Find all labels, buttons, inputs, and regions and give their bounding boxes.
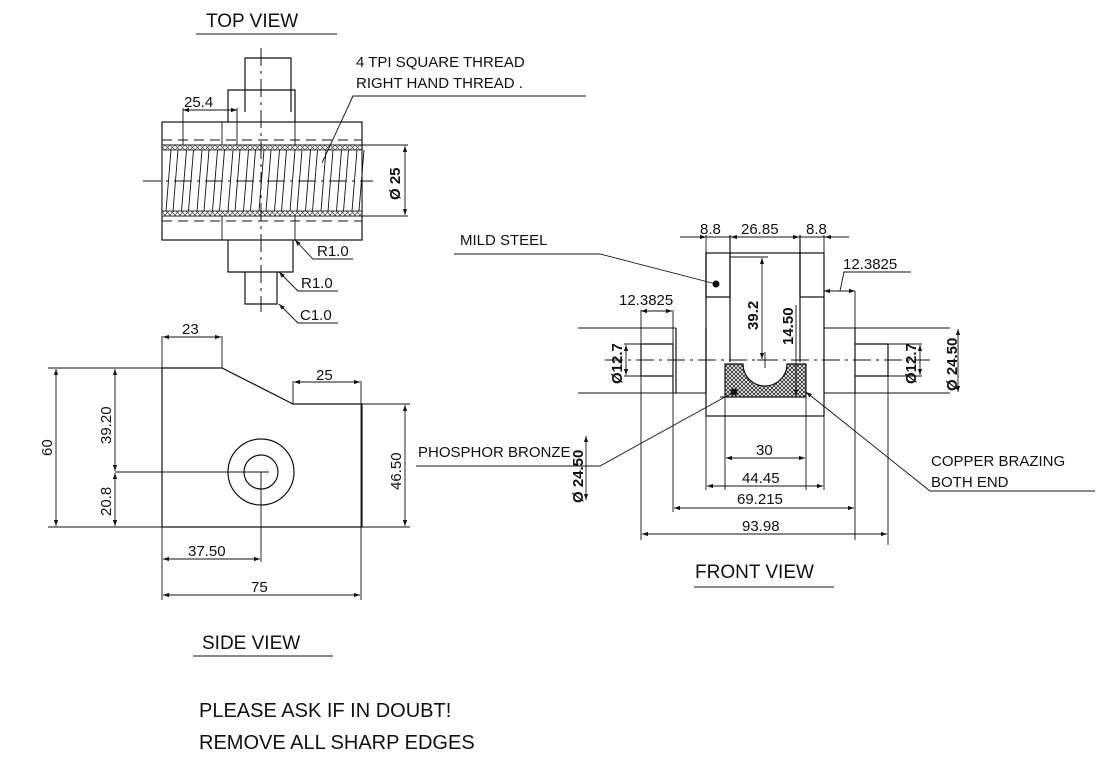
copper-brazing-leader xyxy=(805,391,1095,492)
copper-brazing-line2: BOTH END xyxy=(931,474,1009,491)
footer-note-1: PLEASE ASK IF IN DOUBT! xyxy=(199,700,451,722)
front-view-title: FRONT VIEW xyxy=(695,562,814,583)
thread-crest-bottom xyxy=(161,210,363,217)
c1-leader xyxy=(278,303,338,324)
dim-39-20: 39.20 xyxy=(98,406,115,444)
thread-crest-top xyxy=(161,144,363,151)
dim-69-215: 69.215 xyxy=(737,491,783,508)
dim-25: 25 xyxy=(316,367,333,384)
front-body-cheeks xyxy=(705,253,824,298)
dim-93-98: 93.98 xyxy=(742,518,780,535)
thread-note-line2: RIGHT HAND THREAD . xyxy=(356,75,523,92)
phosphor-bronze-leader xyxy=(416,391,735,467)
r1-leader-1 xyxy=(294,239,353,260)
dim-12-3825-right: 12.3825 xyxy=(843,256,897,273)
dim-8-8-left: 8.8 xyxy=(700,221,721,238)
dim-39-2: 39.2 xyxy=(745,301,762,330)
mild-steel-label: MILD STEEL xyxy=(460,232,548,249)
footer-note-2: REMOVE ALL SHARP EDGES xyxy=(199,732,475,754)
r1-leader-2 xyxy=(278,271,338,292)
front-view: 8.8 26.85 8.8 39.2 14.50 12.3825 12.3825… xyxy=(416,221,1095,588)
mild-steel-leader xyxy=(454,253,717,285)
top-view: TOP VIEW 25.4 Ø 25 4 TPI SQUA xyxy=(143,11,586,324)
dim-26-85: 26.85 xyxy=(741,221,779,238)
dim-25-4: 25.4 xyxy=(184,94,213,111)
dim-75: 75 xyxy=(251,579,268,596)
c1-label: C1.0 xyxy=(300,307,332,324)
dim-20-8: 20.8 xyxy=(98,487,115,516)
dim-46-50: 46.50 xyxy=(388,452,405,490)
dim-44-45: 44.45 xyxy=(742,470,780,487)
dia-24-50-right: Ø 24.50 xyxy=(944,338,961,391)
r1-label-1: R1.0 xyxy=(317,243,349,260)
front-body xyxy=(705,252,825,417)
side-profile xyxy=(161,367,363,528)
dia-24-50-left: Ø 24.50 xyxy=(570,450,587,503)
dim-30: 30 xyxy=(756,442,773,459)
r1-label-2: R1.0 xyxy=(301,275,333,292)
top-shaft-end xyxy=(244,57,292,112)
phosphor-bronze-bushing xyxy=(724,363,807,398)
dim-12-3825-right-leader xyxy=(839,271,911,292)
dim-12-3825-left: 12.3825 xyxy=(619,292,673,309)
phosphor-bronze-label: PHOSPHOR BRONZE xyxy=(418,444,571,461)
dim-23: 23 xyxy=(182,321,199,338)
dim-14-50: 14.50 xyxy=(780,307,797,345)
left-pin-bore xyxy=(641,343,674,392)
copper-brazing-line1: COPPER BRAZING xyxy=(931,453,1065,470)
dia-12-7-right: Ø12.7 xyxy=(903,343,920,384)
side-view: 23 25 60 39.20 20.8 46.50 37.50 75 SIDE … xyxy=(39,321,410,657)
dim-37-50: 37.50 xyxy=(188,543,226,560)
dia-25: Ø 25 xyxy=(387,167,404,200)
thread-note-line1: 4 TPI SQUARE THREAD xyxy=(356,54,525,71)
thread-note-leader xyxy=(321,95,586,164)
dim-8-8-right: 8.8 xyxy=(806,221,827,238)
top-view-title: TOP VIEW xyxy=(206,11,298,32)
dim-60: 60 xyxy=(39,439,56,456)
side-view-title: SIDE VIEW xyxy=(202,633,300,654)
dia-12-7-left: Ø12.7 xyxy=(609,343,626,384)
